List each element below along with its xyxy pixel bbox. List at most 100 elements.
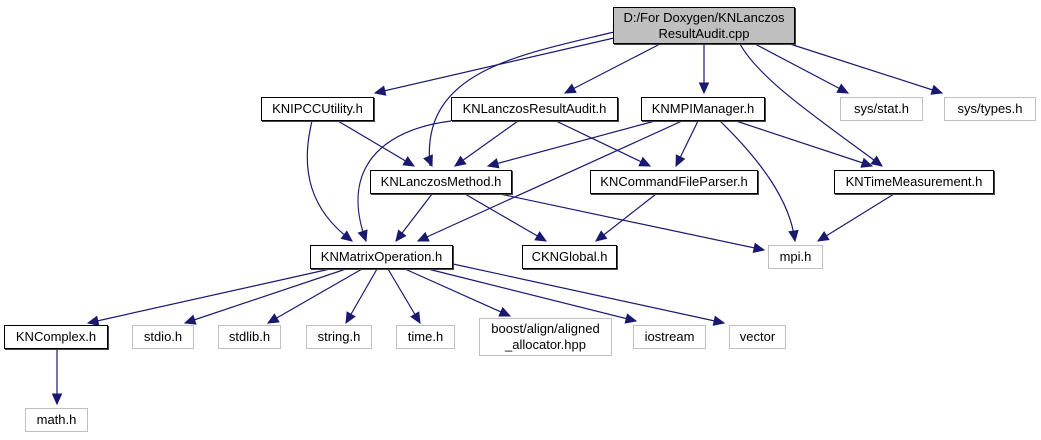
edge-ipcc-to-lanczos: [337, 120, 416, 167]
arrowhead-icon: [595, 230, 608, 242]
edge-matrix-to-complex: [86, 268, 331, 326]
arrowhead-icon: [675, 154, 686, 168]
arrowhead-icon: [183, 314, 197, 325]
arrowhead-icon: [930, 84, 944, 95]
edge-line: [464, 193, 547, 242]
node-systypes: sys/types.h: [944, 97, 1036, 121]
arrowhead-icon: [816, 230, 830, 242]
edge-line: [306, 120, 353, 242]
edge-line: [564, 43, 661, 94]
edge-lanczos-to-mpi: [499, 193, 766, 253]
edge-mpimgr-to-lanczos: [486, 120, 656, 169]
edge-line: [454, 120, 519, 167]
edge-line: [337, 120, 415, 167]
node-cmdparser[interactable]: KNCommandFileParser.h: [590, 170, 758, 194]
node-iostream: iostream: [633, 325, 706, 349]
arrowhead-icon: [624, 313, 638, 324]
node-time: time.h: [396, 325, 455, 349]
edge-matrix-to-time: [387, 268, 421, 325]
node-root[interactable]: D:/For Doxygen/KNLanczos ResultAudit.cpp: [613, 7, 795, 44]
node-lanczos[interactable]: KNLanczosMethod.h: [370, 170, 512, 194]
arrowhead-icon: [410, 311, 421, 325]
edge-root-to-audit_h: [563, 43, 661, 94]
arrowhead-icon: [788, 229, 799, 243]
edge-audit_h-to-lanczos: [454, 120, 519, 167]
arrowhead-icon: [454, 155, 467, 167]
edge-root-to-sysstat: [754, 43, 850, 94]
arrowhead-icon: [712, 315, 726, 326]
edge-audit_h-to-matrix: [357, 120, 452, 243]
edge-mpimgr-to-mpi: [719, 120, 799, 243]
arrowhead-icon: [423, 154, 433, 168]
arrowhead-icon: [340, 230, 353, 242]
arrowhead-icon: [860, 157, 874, 168]
edge-line: [417, 120, 683, 242]
node-stdio: stdio.h: [132, 325, 194, 349]
edge-line: [555, 120, 651, 167]
edge-line: [404, 268, 511, 317]
edge-line: [719, 120, 796, 242]
arrowhead-icon: [86, 315, 100, 326]
arrowhead-icon: [486, 158, 500, 169]
edge-line: [428, 31, 615, 167]
arrowhead-icon: [402, 156, 416, 167]
edge-root-to-lanczos: [423, 31, 615, 168]
node-stdlib: stdlib.h: [218, 325, 281, 349]
edge-matrix-to-iostream: [427, 268, 638, 324]
node-matrix[interactable]: KNMatrixOperation.h: [310, 245, 453, 269]
edge-line: [754, 43, 849, 94]
edge-lanczos-to-matrix: [395, 193, 433, 242]
arrowhead-icon: [266, 313, 280, 324]
arrowhead-icon: [51, 393, 63, 406]
edge-matrix-to-boost: [404, 268, 512, 317]
node-sysstat: sys/stat.h: [840, 97, 923, 121]
node-boost: boost/align/aligned _allocator.hpp: [479, 318, 612, 356]
edge-root-to-systypes: [789, 43, 944, 95]
edge-mpimgr-to-matrix: [416, 120, 683, 242]
edge-complex-to-math: [51, 349, 63, 406]
edge-line: [735, 120, 873, 167]
edge-matrix-to-stdlib: [266, 268, 363, 324]
edge-audit_h-to-cmdparser: [555, 120, 652, 167]
arrowhead-icon: [416, 231, 430, 242]
edge-line: [499, 193, 765, 251]
arrowhead-icon: [373, 85, 387, 96]
edge-line: [87, 268, 331, 324]
node-complex[interactable]: KNComplex.h: [4, 325, 108, 349]
edge-ipcc-to-matrix: [306, 120, 353, 242]
edge-matrix-to-stdio: [183, 268, 347, 325]
edge-timemeas-to-mpi: [816, 193, 895, 242]
edge-mpimgr-to-cmdparser: [675, 120, 699, 168]
edge-root-to-mpimgr: [698, 44, 710, 95]
edge-matrix-to-string: [345, 268, 378, 325]
node-mpi: mpi.h: [768, 245, 823, 269]
node-timemeas[interactable]: KNTimeMeasurement.h: [834, 170, 994, 194]
edge-line: [487, 120, 656, 167]
arrowhead-icon: [870, 155, 883, 167]
arrowhead-icon: [534, 231, 548, 242]
edge-line: [427, 268, 637, 322]
node-ipcc[interactable]: KNIPCCUtility.h: [261, 97, 374, 121]
arrowhead-icon: [638, 156, 652, 167]
arrowhead-icon: [498, 306, 512, 317]
node-mpimgr[interactable]: KNMPIManager.h: [641, 97, 765, 121]
edge-line: [739, 43, 883, 167]
edge-line: [452, 263, 725, 324]
node-string: string.h: [306, 325, 372, 349]
arrowhead-icon: [563, 83, 577, 94]
edge-root-to-timemeas: [739, 43, 883, 167]
arrowhead-icon: [357, 229, 368, 243]
arrowhead-icon: [752, 242, 766, 253]
node-vector: vector: [729, 325, 786, 349]
arrowhead-icon: [345, 311, 356, 325]
node-audit_h[interactable]: KNLanczosResultAudit.h: [451, 97, 618, 121]
edge-line: [789, 43, 943, 94]
edge-line: [267, 268, 363, 324]
edge-cmdparser-to-global: [595, 193, 657, 242]
node-global[interactable]: CKNGlobal.h: [522, 245, 617, 269]
arrowhead-icon: [395, 229, 407, 242]
edge-line: [595, 193, 657, 242]
edge-line: [817, 193, 895, 242]
arrowhead-icon: [698, 82, 710, 95]
